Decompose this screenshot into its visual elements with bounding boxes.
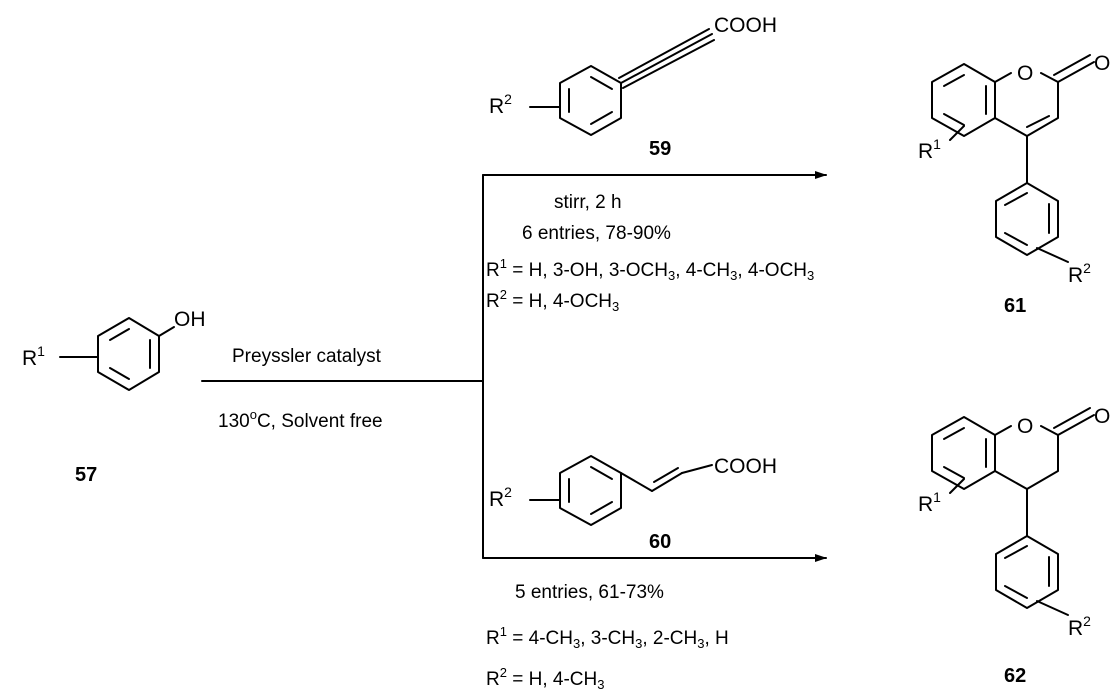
bottom-conditions-r2: R2 = H, 4-CH3 bbox=[486, 665, 605, 692]
dihydrocoumarin-r1-label: R1 bbox=[918, 489, 941, 516]
compound-number-59: 59 bbox=[649, 138, 672, 160]
bottom-conditions-entries: 5 entries, 61-73% bbox=[515, 582, 664, 603]
compound-number-61: 61 bbox=[1004, 295, 1027, 317]
top-conditions-time: stirr, 2 h bbox=[554, 192, 622, 213]
top-conditions-entries: 6 entries, 78-90% bbox=[522, 223, 671, 244]
reaction-arrows bbox=[201, 171, 827, 562]
dihydrocoumarin-carbonyl-oxygen: O bbox=[1094, 405, 1110, 428]
dihydrocoumarin-ring-oxygen: O bbox=[1017, 415, 1033, 438]
reagent-59-cooh-label: COOH bbox=[714, 14, 777, 37]
reagent-59-r2-label: R2 bbox=[489, 91, 512, 118]
reagent-60-r2-label: R2 bbox=[489, 484, 512, 511]
temperature-solvent-label: 130oC, Solvent free bbox=[218, 407, 383, 432]
top-conditions-r1: R1 = H, 3-OH, 3-OCH3, 4-CH3, 4-OCH3 bbox=[486, 256, 815, 283]
phenol-structure bbox=[59, 317, 175, 391]
reactant-r1-label: R1 bbox=[22, 343, 45, 370]
top-conditions-r2: R2 = H, 4-OCH3 bbox=[486, 287, 620, 314]
bottom-conditions-r1: R1 = 4-CH3, 3-CH3, 2-CH3, H bbox=[486, 624, 729, 651]
compound-number-60: 60 bbox=[649, 531, 672, 553]
dihydrocoumarin-r2-label: R2 bbox=[1068, 613, 1091, 640]
cinnamic-acid-structure bbox=[529, 455, 713, 526]
phenylpropiolic-acid-structure bbox=[529, 28, 715, 136]
reagent-60-cooh-label: COOH bbox=[714, 455, 777, 478]
hydroxyl-label: OH bbox=[174, 308, 206, 331]
dihydrocoumarin-structure bbox=[931, 407, 1095, 616]
coumarin-r1-label: R1 bbox=[918, 136, 941, 163]
compound-number-57: 57 bbox=[75, 464, 98, 486]
coumarin-carbonyl-oxygen: O bbox=[1094, 52, 1110, 75]
catalyst-label: Preyssler catalyst bbox=[232, 346, 381, 367]
compound-number-62: 62 bbox=[1004, 665, 1027, 687]
coumarin-structure bbox=[931, 54, 1095, 263]
coumarin-r2-label: R2 bbox=[1068, 260, 1091, 287]
coumarin-ring-oxygen: O bbox=[1017, 62, 1033, 85]
